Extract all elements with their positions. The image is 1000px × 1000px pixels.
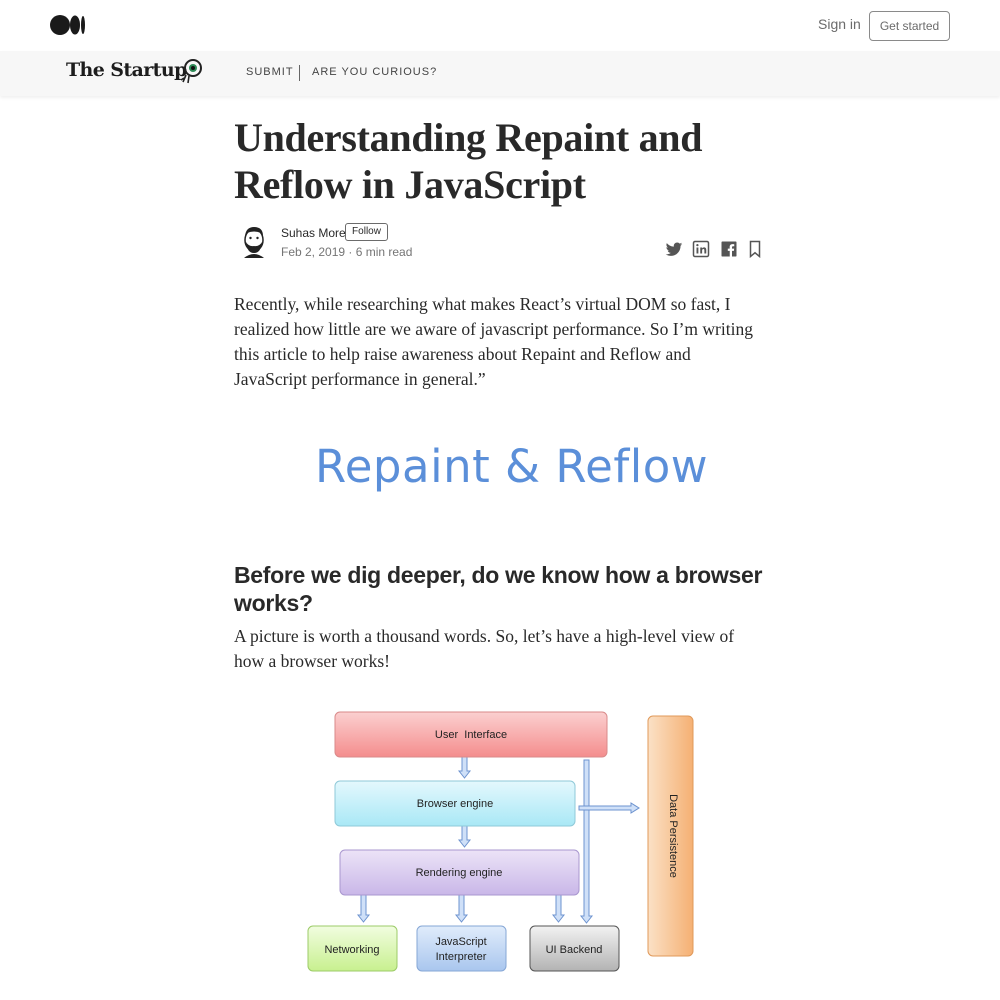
arrow-ui-to-browser — [457, 756, 472, 779]
article-title: Understanding Repaint and Reflow in Java… — [234, 115, 703, 207]
nav-are-you-curious[interactable]: ARE YOU CURIOUS? — [312, 66, 438, 78]
top-bar: Sign in Get started — [0, 0, 1000, 51]
rocket-icon — [180, 59, 202, 84]
arrow-ui-to-backend — [579, 759, 594, 924]
nav-divider — [299, 65, 300, 81]
label-user-interface: User Interface — [435, 729, 507, 741]
label-js-interpreter-line2: Interpreter — [436, 951, 487, 963]
label-js-interpreter-line1: JavaScript — [435, 936, 486, 948]
hero-image-repaint-reflow: Repaint & Reflow — [315, 440, 709, 493]
box-js-interpreter — [416, 925, 507, 972]
label-ui-backend: UI Backend — [546, 944, 603, 956]
box-networking — [307, 925, 398, 972]
author-avatar[interactable] — [238, 224, 270, 258]
section-heading: Before we dig deeper, do we know how a b… — [234, 562, 763, 616]
label-data-persistence: Data Persistence — [667, 794, 679, 878]
medium-logo-icon[interactable] — [50, 15, 86, 35]
box-ui-backend — [529, 925, 620, 972]
twitter-icon[interactable] — [665, 240, 683, 258]
publication-bar: The Startup SUBMIT ARE YOU CURIOUS? — [0, 51, 1000, 96]
box-data-persistence — [647, 715, 694, 957]
article-meta: Feb 2, 2019 · 6 min read — [281, 245, 413, 259]
facebook-icon[interactable] — [720, 240, 738, 258]
get-started-button[interactable]: Get started — [869, 11, 950, 41]
follow-button[interactable]: Follow — [345, 223, 388, 241]
intro-paragraph: Recently, while researching what makes R… — [234, 294, 753, 389]
arrow-to-networking — [356, 894, 371, 923]
arrow-browser-to-rendering — [457, 825, 472, 848]
author-name[interactable]: Suhas More — [281, 226, 346, 240]
sign-in-link[interactable]: Sign in — [818, 16, 861, 32]
box-user-interface — [334, 711, 608, 758]
box-rendering-engine — [339, 849, 580, 896]
publication-logo[interactable]: The Startup — [66, 59, 187, 81]
bookmark-icon[interactable] — [746, 240, 764, 258]
arrow-to-data-persistence — [578, 802, 640, 814]
label-networking: Networking — [324, 944, 379, 956]
arrow-to-ui-backend — [551, 894, 566, 923]
nav-submit[interactable]: SUBMIT — [246, 66, 294, 78]
arrow-to-js-interpreter — [454, 894, 469, 923]
browser-architecture-diagram: User Interface Browser engine Rendering … — [307, 711, 694, 972]
label-browser-engine: Browser engine — [417, 798, 493, 810]
linkedin-icon[interactable] — [692, 240, 710, 258]
label-rendering-engine: Rendering engine — [416, 867, 503, 879]
section-paragraph: A picture is worth a thousand words. So,… — [234, 626, 735, 671]
box-browser-engine — [334, 780, 576, 827]
